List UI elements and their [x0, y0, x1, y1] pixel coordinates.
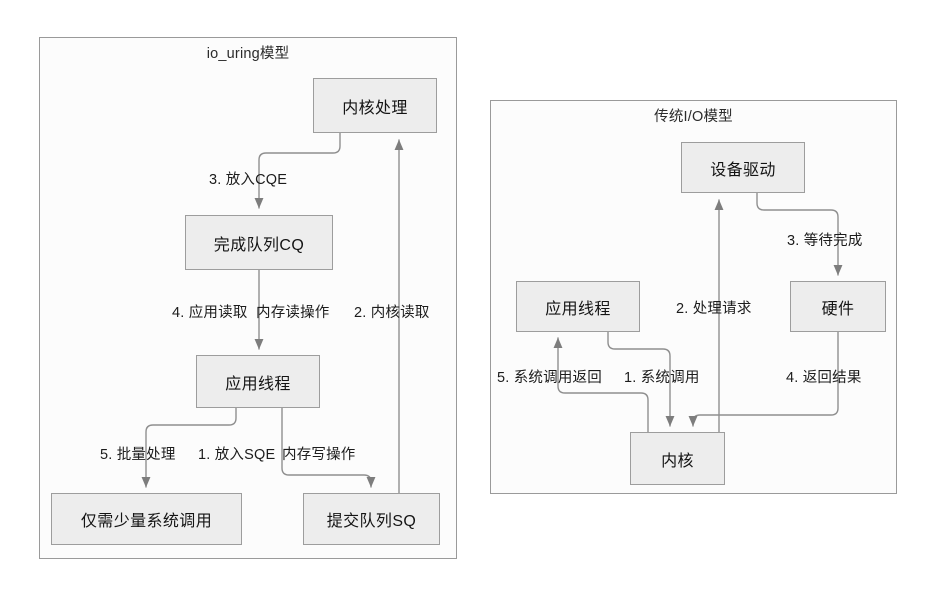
edge-label-return-result: 4. 返回结果: [786, 370, 862, 386]
node-few-syscalls[interactable]: 仅需少量系统调用: [51, 493, 242, 545]
node-app-thread-traditional[interactable]: 应用线程: [516, 281, 640, 332]
node-kernel-process[interactable]: 内核处理: [313, 78, 437, 133]
node-device-driver[interactable]: 设备驱动: [681, 142, 805, 193]
node-submit-queue[interactable]: 提交队列SQ: [303, 493, 440, 545]
node-app-thread[interactable]: 应用线程: [196, 355, 320, 408]
edge-label-mem-read-op: 内存读操作: [256, 305, 330, 321]
edge-label-syscall: 1. 系统调用: [624, 370, 700, 386]
panel-io-uring-title: io_uring模型: [206, 46, 290, 62]
edge-label-handle-request: 2. 处理请求: [676, 301, 752, 317]
edge-label-mem-write-op: 内存写操作: [282, 447, 356, 463]
edge-label-wait-complete: 3. 等待完成: [787, 233, 863, 249]
edge-label-put-cqe: 3. 放入CQE: [209, 172, 288, 188]
node-hardware[interactable]: 硬件: [790, 281, 886, 332]
panel-traditional-io-title: 传统I/O模型: [654, 109, 733, 125]
edge-label-put-sqe: 1. 放入SQE: [198, 447, 276, 463]
node-kernel[interactable]: 内核: [630, 432, 725, 485]
edge-label-kernel-read: 2. 内核读取: [354, 305, 430, 321]
edge-label-syscall-return: 5. 系统调用返回: [497, 370, 602, 386]
node-completion-queue[interactable]: 完成队列CQ: [185, 215, 333, 270]
edge-label-app-read: 4. 应用读取: [172, 305, 248, 321]
edge-label-batch-process: 5. 批量处理: [100, 447, 176, 463]
